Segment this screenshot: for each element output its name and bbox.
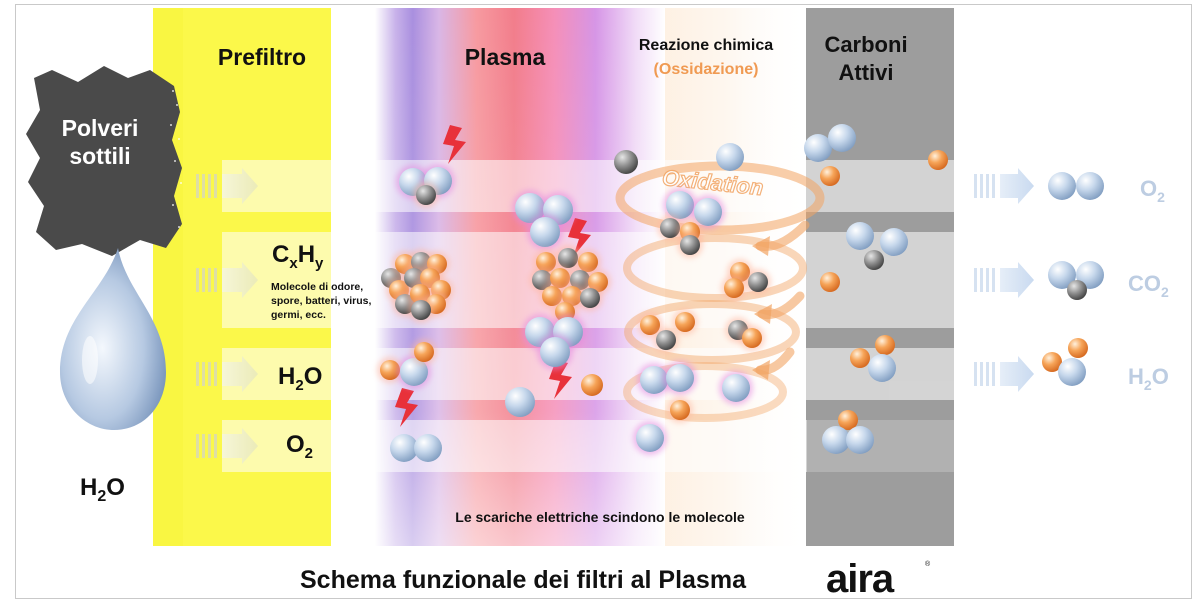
oxygen-atom [722,374,750,402]
dust-label-line1: Polveri [62,115,139,141]
aira-logo: aira [826,557,895,601]
input-arrows [196,168,258,464]
oxygen-atom [666,364,694,392]
water-drop-icon [60,248,166,430]
oxygen-atom [640,366,668,394]
oxygen-atom [880,228,908,256]
output-arrow-icon [974,168,1034,204]
carbon-atom [580,288,600,308]
carbon-lanes [806,160,954,472]
odor-line3: germi, ecc. [271,309,326,321]
odor-line2: spore, batteri, virus, [271,295,371,307]
oxygen-atom [530,217,560,247]
carbon-atom [1067,280,1087,300]
hydrogen-atom [380,360,400,380]
carbon-atom [656,330,676,350]
hydrogen-atom [742,328,762,348]
output-co2-label: CO2 [1128,271,1169,300]
hydrogen-atom [820,272,840,292]
output-arrows [974,168,1034,392]
carbon-title-line1: Carboni [824,32,907,57]
odor-line1: Molecole di odore, [271,281,363,293]
hydrogen-atom [1068,338,1088,358]
hydrogen-atom [414,342,434,362]
plasma-title: Plasma [465,44,546,70]
hydrogen-atom [536,252,556,272]
hydrogen-atom [578,252,598,272]
output-arrow-icon [974,356,1034,392]
output-h2o-label: H2O [1128,364,1169,393]
input-cxhy-label: CxHy [272,241,324,272]
oxygen-atom [846,222,874,250]
hydrogen-atom [838,410,858,430]
output-o2-label: O2 [1140,176,1165,205]
spark-icon [568,218,591,257]
input-arrow-icon [196,428,258,464]
carbon-atom [660,218,680,238]
input-arrow-icon [196,168,258,204]
oxygen-atom [390,434,418,462]
oxygen-atom [822,426,850,454]
oxygen-atom [540,337,570,367]
hydrogen-atom [675,312,695,332]
oxidation-swirls [615,161,825,422]
oxygen-atom [666,191,694,219]
oxygen-atom [1048,261,1076,289]
oxygen-atom [1048,172,1076,200]
hydrogen-atom [550,268,570,288]
footer-title: Schema funzionale dei filtri al Plasma [300,566,747,594]
molecules [377,124,1104,462]
hydrogen-atom [850,348,870,368]
spark-icon [443,125,466,164]
oxygen-atom [716,143,744,171]
reaction-title: Reazione chimica [639,37,773,54]
reaction-subtitle: (Ossidazione) [654,61,759,78]
dust-label-line2: sottili [69,143,130,169]
oxygen-atom [636,424,664,452]
aira-logo-mark-icon: ® [925,560,931,568]
hydrogen-atom [875,335,895,355]
oxygen-atom [828,124,856,152]
hydrogen-atom [640,315,660,335]
oxygen-atom [868,354,896,382]
hydrogen-atom [1042,352,1062,372]
hydrogen-atom [820,166,840,186]
oxygen-atom [846,426,874,454]
input-arrow-icon [196,262,258,298]
carbon-atom [614,150,638,174]
carbon-title-line2: Attivi [839,60,894,85]
input-arrow-icon [196,356,258,392]
oxygen-atom [1076,172,1104,200]
carbon-atom [680,235,700,255]
oxygen-atom [804,134,832,162]
hydrogen-atom [542,286,562,306]
oxygen-atom [1058,358,1086,386]
carbon-atom [411,300,431,320]
oxygen-atom [515,193,545,223]
carbon-atom [748,272,768,292]
hydrogen-atom [670,400,690,420]
carbon-atom [416,185,436,205]
oxidation-arrowheads [752,236,772,380]
hydrogen-atom [928,150,948,170]
oxygen-atom [400,358,428,386]
hydrogen-atom [724,278,744,298]
output-arrow-icon [974,262,1034,298]
carbon-atom [558,248,578,268]
water-label: H2O [80,474,125,505]
oxygen-atom [694,198,722,226]
carbon-atom [864,250,884,270]
oxygen-atom [414,434,442,462]
plasma-note: Le scariche elettriche scindono le molec… [455,509,745,525]
prefilter-title: Prefiltro [218,44,306,70]
spark-icon [395,388,418,427]
hydrogen-atom [581,374,603,396]
oxygen-atom [505,387,535,417]
input-o2-label: O2 [286,431,313,462]
input-h2o-label: H2O [278,363,322,394]
dust-cloud: Polveri sottili [26,66,182,256]
